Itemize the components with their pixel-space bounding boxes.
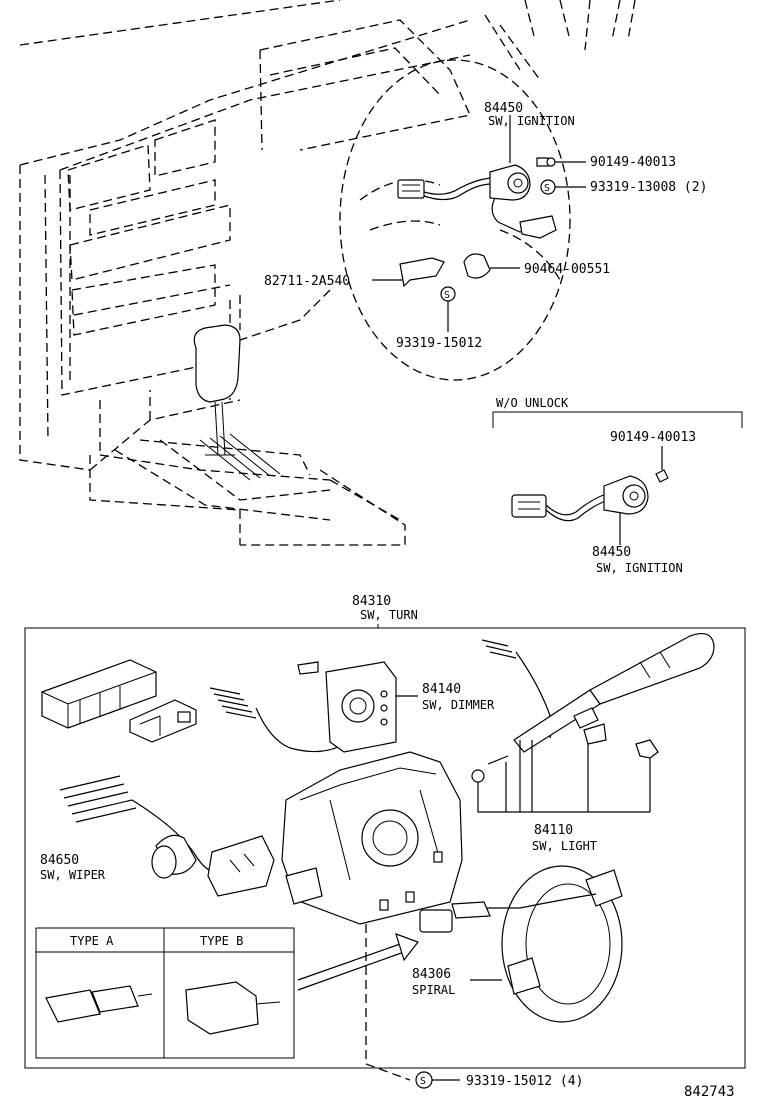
wiper-part-name: SW, WIPER <box>40 868 106 882</box>
turn-part-name: SW, TURN <box>360 608 418 622</box>
wo-unlock-title: W/O UNLOCK <box>496 396 569 410</box>
ignition-switch-upper <box>397 115 557 239</box>
screw-93319-15012-icon: S <box>440 286 456 332</box>
bracket-82711-icon <box>372 257 445 288</box>
spiral-cable <box>419 865 623 1023</box>
svg-text:S: S <box>444 290 450 301</box>
wo-part-number: 84450 <box>592 545 631 560</box>
gear-shifter-illustration <box>193 324 281 481</box>
wo-unlock-frame <box>492 411 743 428</box>
wiper-switch <box>59 775 275 897</box>
connector-blocks <box>41 659 197 743</box>
type-a-label: TYPE A <box>70 934 114 948</box>
type-b-label: TYPE B <box>200 934 243 948</box>
ign-part-number: 84450 <box>484 101 523 116</box>
dimmer-switch <box>209 661 418 753</box>
clamp-90464-icon <box>463 253 520 279</box>
wo-part-name: SW, IGNITION <box>596 561 683 575</box>
turn-switch-frame <box>24 627 746 1069</box>
diagram-number: 842743 <box>684 1084 735 1100</box>
screw-93319-15012-label: 93319-15012 <box>396 336 482 351</box>
svg-text:S: S <box>544 183 550 194</box>
bracket-82711-label: 82711-2A540 <box>264 274 350 289</box>
spiral-part-name: SPIRAL <box>412 983 455 997</box>
bottom-screw-leader <box>365 924 411 1081</box>
dimmer-part-name: SW, DIMMER <box>422 698 495 712</box>
ign-part-name: SW, IGNITION <box>488 114 575 128</box>
dimmer-part-number: 84140 <box>422 682 461 697</box>
svg-text:S: S <box>420 1076 426 1087</box>
bottom-screw-label: 93319-15012 (4) <box>466 1074 583 1089</box>
ignition-switch-wo-unlock <box>511 446 669 545</box>
light-part-name: SW, LIGHT <box>532 839 597 853</box>
screw-90149-label: 90149-40013 <box>590 155 676 170</box>
turn-part-number: 84310 <box>352 594 391 609</box>
wo-screw-label: 90149-40013 <box>610 430 696 445</box>
turn-switch-body <box>281 751 463 925</box>
dashboard-outline <box>19 0 636 546</box>
wiper-part-number: 84650 <box>40 853 79 868</box>
light-switch-lever <box>471 633 715 813</box>
light-part-number: 84110 <box>534 823 573 838</box>
type-table <box>35 927 295 1059</box>
screw-93319-13008-icon: S <box>540 179 586 195</box>
clamp-90464-label: 90464-00551 <box>524 262 610 277</box>
screw-93319-15012-4-icon: S <box>415 1071 433 1089</box>
screw-90149-icon <box>536 157 586 167</box>
arrow-to-connector <box>297 933 419 991</box>
spiral-part-number: 84306 <box>412 967 451 982</box>
screw-93319-13008-label: 93319-13008 (2) <box>590 180 707 195</box>
